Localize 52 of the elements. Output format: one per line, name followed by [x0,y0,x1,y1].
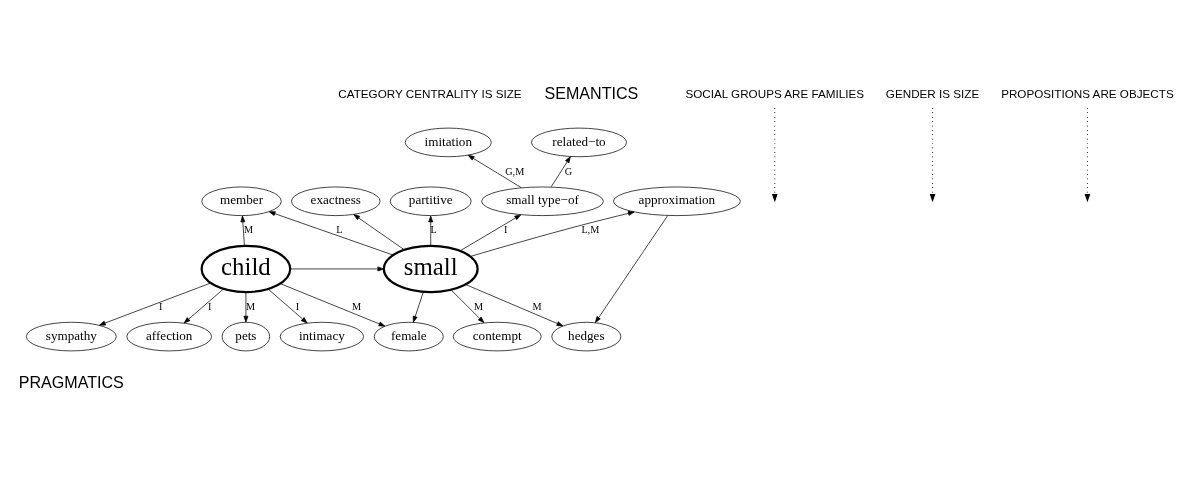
edge-label: M [246,300,256,312]
arrow [465,284,564,327]
edge-label: L [430,224,437,236]
node-text: GENDER IS SIZE [885,86,980,100]
node-ellipse: child [200,244,292,294]
arrow [243,291,249,323]
node-ellipse: exactness [291,186,381,216]
edge-label: I [159,300,163,312]
label: SEMANTICS [544,84,639,103]
arrow [1084,107,1091,203]
edge-label: M [474,300,484,312]
node-text: SOCIAL GROUPS ARE FAMILIES [685,86,865,100]
arrow [353,214,405,250]
node-ellipse: affection [126,321,212,352]
arrow [771,107,778,203]
arrow [268,211,394,256]
node-ellipse: contempt [452,321,542,352]
arrow [467,154,522,188]
edge-label: G,M [505,165,525,177]
edge-label: L [336,224,343,236]
arrow [470,211,635,257]
arrow [267,288,308,324]
arrow [929,107,936,203]
edge-label: M [243,224,254,236]
label: CATEGORY CENTRALITY IS SIZE [338,86,522,100]
edge-label: I [208,300,212,312]
arrow [451,289,485,323]
node-ellipse: small [382,244,479,294]
arrow [412,291,424,323]
node-ellipse: imitation [404,127,492,158]
arrow [280,283,386,327]
edge-label: M [532,300,542,312]
arrow [550,156,571,188]
arrow [595,215,668,323]
arrow [183,288,224,324]
node-ellipse: intimacy [279,321,364,352]
edge-label: I [503,224,508,236]
edge-label: L,M [581,224,600,236]
arrow [290,266,385,272]
edge-label: G [564,165,573,177]
arrow [99,282,211,326]
arrow [428,215,434,246]
node-ellipse: related−to [531,127,627,158]
label: PRAGMATICS [18,373,124,392]
edge-label: I [295,300,300,312]
node-ellipse: small type−of [481,186,604,216]
edge-label: M [352,300,362,312]
node-text: PROPOSITIONS ARE OBJECTS [1001,86,1174,100]
arrow [459,214,522,252]
node-ellipse: pets [221,321,271,352]
node-ellipse: partitive [389,186,472,216]
arrow [240,215,246,246]
